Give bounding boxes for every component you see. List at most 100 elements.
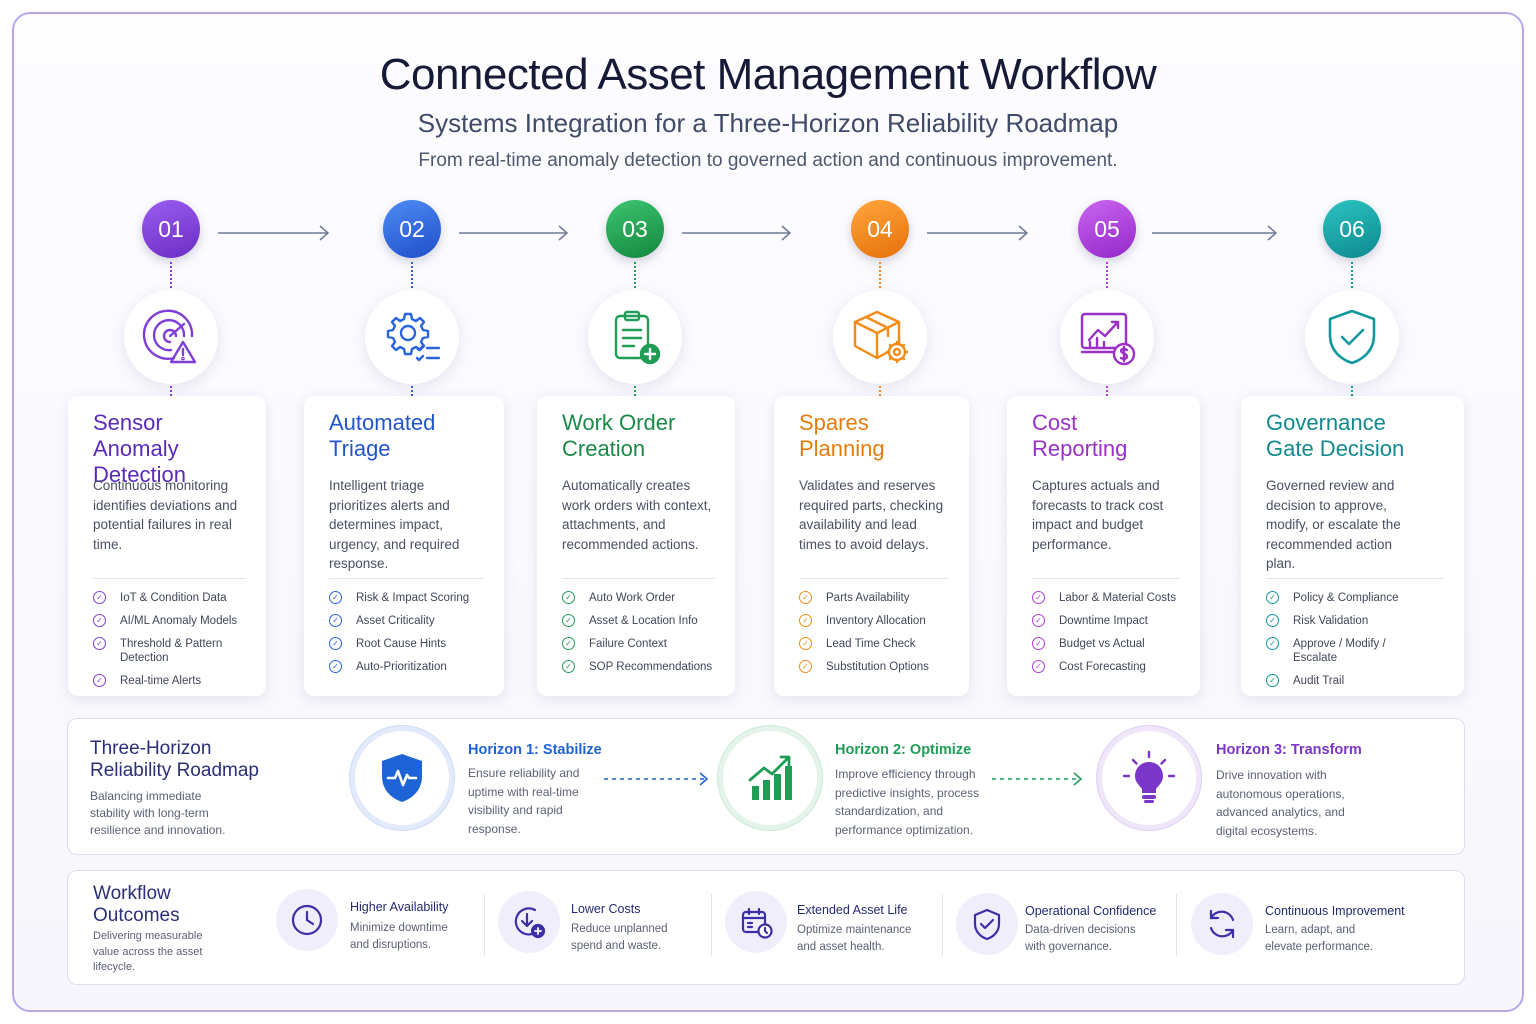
step-5-feature: ✓Downtime Impact [1032, 614, 1180, 628]
step-1-icon-circle [124, 290, 218, 384]
step-1-divider [93, 578, 246, 579]
outcome-1-icon-circle [276, 889, 338, 951]
step-5-connector-lower [1106, 386, 1108, 396]
step-2-icon-circle [365, 290, 459, 384]
check-icon: ✓ [1266, 591, 1279, 604]
step-3-feature: ✓Asset & Location Info [562, 614, 715, 628]
step-3-description: Automatically creates work orders with c… [562, 478, 712, 552]
step-4-feature: ✓Substitution Options [799, 660, 949, 674]
step-6-title-line2: Gate Decision [1266, 436, 1405, 461]
step-4-connector [879, 262, 881, 288]
outcome-separator [711, 894, 712, 956]
horizon-arrow [992, 772, 1083, 786]
outcome-5-title: Continuous Improvement [1265, 904, 1405, 918]
step-6-title-line1: Governance [1266, 410, 1386, 435]
check-icon: ✓ [1266, 674, 1279, 687]
refresh-icon [1209, 909, 1235, 939]
step-6-connector [1351, 262, 1353, 288]
step-2-connector [411, 262, 413, 288]
step-3-feature: ✓SOP Recommendations [562, 660, 715, 674]
step-6-feature: ✓Risk Validation [1266, 614, 1444, 628]
check-icon: ✓ [799, 591, 812, 604]
step-6-description: Governed review and decision to approve,… [1266, 478, 1401, 571]
roadmap-description: Balancing immediate stability with long-… [90, 789, 226, 837]
page-title: Connected Asset Management Workflow [379, 50, 1157, 99]
step-3-divider [562, 578, 715, 579]
check-icon: ✓ [1032, 614, 1045, 627]
step-3-feature: ✓Auto Work Order [562, 591, 715, 605]
check-icon: ✓ [1032, 660, 1045, 673]
shield-check-icon [1328, 309, 1376, 365]
step-4-feature: ✓Inventory Allocation [799, 614, 949, 628]
step-6-feature: ✓Policy & Compliance [1266, 591, 1444, 605]
shield-pulse-icon [382, 754, 422, 802]
step-2-feature: ✓Risk & Impact Scoring [329, 591, 484, 605]
outcome-5-description: Learn, adapt, and elevate performance. [1265, 924, 1374, 953]
outcome-2-icon-circle [498, 891, 560, 953]
outcomes-description: Delivering measurable value across the a… [93, 930, 203, 973]
outcome-4-icon-circle [956, 893, 1018, 955]
check-icon: ✓ [799, 614, 812, 627]
page-tagline: From real-time anomaly detection to gove… [418, 150, 1118, 171]
step-2-number: 02 [383, 200, 441, 258]
check-icon: ✓ [93, 637, 106, 650]
check-icon: ✓ [562, 614, 575, 627]
step-5-title-line2: Reporting [1032, 436, 1128, 461]
flow-arrow [1152, 225, 1278, 241]
check-icon: ✓ [329, 591, 342, 604]
step-4-title-line2: Planning [799, 436, 885, 461]
check-icon: ✓ [1032, 637, 1045, 650]
step-5-title-line1: Cost [1032, 410, 1078, 435]
step-2-feature: ✓Asset Criticality [329, 614, 484, 628]
outcome-5-icon-circle [1191, 893, 1253, 955]
step-5-icon-circle [1060, 290, 1154, 384]
chart-dollar-icon [1080, 312, 1136, 366]
box-gear-icon [853, 310, 909, 364]
horizon-1-description: Ensure reliability and uptime with real-… [468, 766, 580, 836]
step-4-title-line1: Spares [799, 410, 869, 435]
outcome-3-title: Extended Asset Life [797, 903, 908, 917]
flow-arrow [218, 225, 330, 241]
step-6-number: 06 [1323, 200, 1381, 258]
horizon-3-title: Horizon 3: Transform [1216, 742, 1362, 758]
step-1-title-line1: Sensor [93, 410, 163, 435]
step-1-title-line2: Anomaly Detection [93, 436, 186, 487]
step-1-description: Continuous monitoring identifies deviati… [93, 478, 238, 552]
step-5-description: Captures actuals and forecasts to track … [1032, 478, 1164, 552]
flow-arrow [682, 225, 792, 241]
step-4-number: 04 [851, 200, 909, 258]
page-subtitle: Systems Integration for a Three-Horizon … [417, 108, 1119, 138]
horizon-2-description: Improve efficiency through predictive in… [835, 767, 980, 837]
step-4-icon-circle [833, 290, 927, 384]
check-icon: ✓ [799, 660, 812, 673]
outcome-2-title: Lower Costs [571, 902, 641, 916]
step-5-number: 05 [1078, 200, 1136, 258]
shield-check-icon [973, 908, 1001, 941]
step-4-connector-lower [879, 386, 881, 396]
step-4-divider [799, 578, 949, 579]
step-2-feature: ✓Auto-Prioritization [329, 660, 484, 674]
outcome-3-description: Optimize maintenance and asset health. [797, 924, 912, 953]
outcome-separator [484, 894, 485, 956]
step-1-feature: ✓IoT & Condition Data [93, 591, 246, 605]
step-6-feature: ✓Audit Trail [1266, 674, 1444, 688]
step-3-connector-lower [634, 386, 636, 396]
step-5-feature: ✓Labor & Material Costs [1032, 591, 1180, 605]
check-icon: ✓ [562, 637, 575, 650]
step-2-title-line1: Automated [329, 410, 436, 435]
step-5-divider [1032, 578, 1180, 579]
step-2-divider [329, 578, 484, 579]
outcome-1-description: Minimize downtime and disruptions. [350, 922, 448, 951]
outcome-separator [942, 894, 943, 956]
step-6-feature: ✓Approve / Modify / Escalate [1266, 637, 1444, 665]
step-1-feature: ✓Real-time Alerts [93, 674, 246, 688]
step-1-number: 01 [142, 200, 200, 258]
gear-checklist-icon [386, 312, 441, 362]
